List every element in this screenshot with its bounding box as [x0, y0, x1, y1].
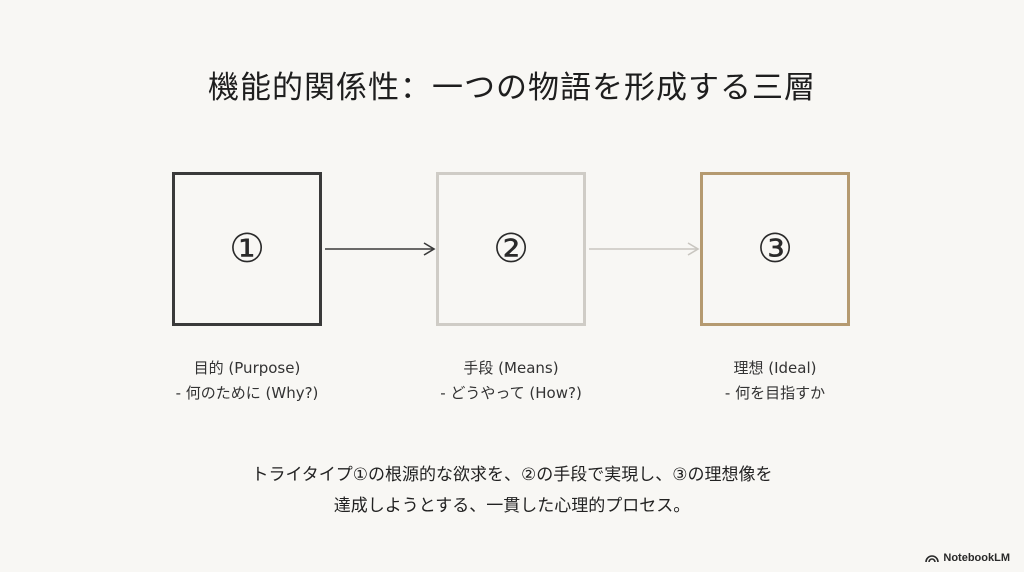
slide-title: 機能的関係性：一つの物語を形成する三層 [208, 70, 816, 106]
summary-text: トライタイプ①の根源的な欲求を、②の手段で実現し、③の理想像を 達成しようとする… [0, 460, 1024, 522]
summary-line-1: トライタイプ①の根源的な欲求を、②の手段で実現し、③の理想像を [251, 465, 773, 485]
brand-label: NotebookLM [943, 552, 1010, 564]
brand-watermark: NotebookLM [925, 552, 1010, 564]
label-purpose-desc: - 何のために (Why?) [175, 384, 319, 402]
label-means-desc: - どうやって (How?) [440, 384, 582, 402]
summary-line-2: 達成しようとする、一貫した心理的プロセス。 [333, 496, 691, 516]
arrow-1-to-2 [325, 242, 436, 256]
label-ideal-desc: - 何を目指すか [724, 384, 826, 402]
label-purpose: 目的 (Purpose) - 何のために (Why?) [137, 356, 357, 406]
label-ideal: 理想 (Ideal) - 何を目指すか [665, 356, 885, 406]
box-means-number: ② [493, 226, 529, 272]
box-means: ② [436, 172, 586, 326]
arrow-2-to-3 [589, 242, 700, 256]
label-ideal-title: 理想 (Ideal) [733, 359, 817, 377]
label-means-title: 手段 (Means) [463, 359, 559, 377]
label-purpose-title: 目的 (Purpose) [193, 359, 301, 377]
box-ideal: ③ [700, 172, 850, 326]
box-ideal-number: ③ [757, 226, 793, 272]
box-purpose: ① [172, 172, 322, 326]
notebooklm-logo-icon [925, 555, 940, 563]
box-purpose-number: ① [229, 226, 265, 272]
label-means: 手段 (Means) - どうやって (How?) [401, 356, 621, 406]
